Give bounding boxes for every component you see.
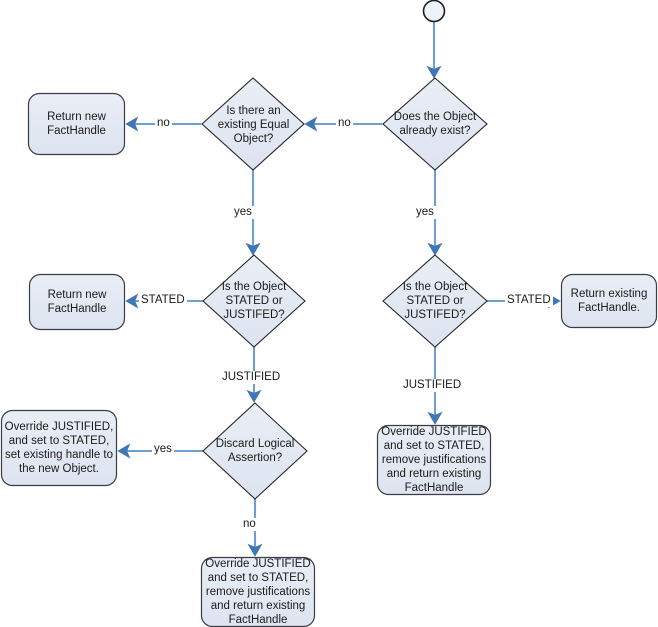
node-hit-return-existing-facthandle[interactable]	[561, 274, 657, 328]
node-hit-stated-or-justified-left[interactable]	[203, 255, 305, 347]
node-override-remove-justifications-right	[376, 424, 492, 496]
edge-label-stated-right: STATED	[505, 294, 553, 307]
node-start-circle	[422, 0, 446, 23]
edge-label-discard-yes: yes	[152, 443, 174, 456]
edge-label-justified-left: JUSTIFIED	[220, 371, 283, 384]
node-hit-discard-logical-assertion[interactable]	[203, 403, 307, 499]
edge-label-existing-equal-object-no: no	[155, 117, 172, 130]
node-hit-start-circle[interactable]	[423, 0, 445, 22]
node-hit-stated-or-justified-right[interactable]	[383, 255, 487, 347]
node-override-set-existing-handle	[0, 409, 118, 487]
edge-label-discard-no: no	[241, 518, 258, 531]
node-return-existing-facthandle	[560, 273, 658, 329]
node-hit-override-set-existing-handle[interactable]	[1, 410, 117, 486]
node-stated-or-justified-left	[202, 254, 306, 348]
edge-label-existing-equal-object-yes: yes	[232, 206, 254, 219]
edge-label-justified-right: JUSTIFIED	[401, 379, 464, 392]
node-return-new-facthandle-mid	[28, 273, 126, 331]
node-discard-logical-assertion	[202, 402, 308, 500]
node-return-new-facthandle-top	[27, 92, 126, 156]
node-hit-does-object-exist[interactable]	[383, 78, 487, 170]
node-hit-existing-equal-object[interactable]	[202, 78, 304, 170]
node-does-object-exist	[382, 77, 488, 171]
edge-label-does-object-exist-yes: yes	[414, 206, 436, 219]
edge-label-does-object-exist-no: no	[336, 117, 353, 130]
node-stated-or-justified-right	[382, 254, 488, 348]
node-hit-return-new-facthandle-mid[interactable]	[29, 274, 125, 330]
node-hit-override-remove-justifications-bottom[interactable]	[201, 557, 315, 627]
node-hit-override-remove-justifications-right[interactable]	[377, 425, 491, 495]
node-existing-equal-object	[201, 77, 305, 171]
node-hit-return-new-facthandle-top[interactable]	[28, 93, 125, 155]
edge-label-stated-left: STATED	[139, 294, 187, 307]
